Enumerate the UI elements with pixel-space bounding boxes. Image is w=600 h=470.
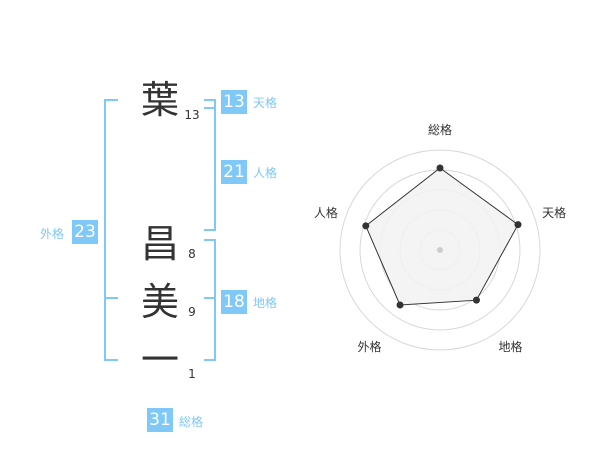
radar-point: [472, 296, 480, 304]
radar-point: [514, 221, 522, 229]
gaikaku-value: 23: [72, 220, 98, 244]
radar-axis-label: 外格: [357, 339, 381, 354]
gaikaku-bracket: [104, 99, 118, 361]
jinkaku-value: 21: [221, 160, 247, 184]
radar-point: [436, 164, 444, 172]
name-char-2: 昌: [140, 222, 179, 266]
radar-center-dot: [437, 247, 443, 253]
radar-points: [362, 164, 522, 309]
tenkaku-bracket: [204, 99, 216, 109]
name-char-4: 一: [140, 338, 179, 382]
radar-axis-label: 天格: [542, 205, 566, 220]
jinkaku-bracket: [204, 107, 216, 231]
jinkaku-label: 人格: [253, 166, 278, 180]
radar-axis-label: 総格: [428, 122, 452, 137]
tenkaku-value: 13: [221, 90, 247, 114]
chikaku-label: 地格: [253, 296, 278, 310]
radar-polygon: [365, 167, 519, 306]
chikaku-value: 18: [221, 290, 247, 314]
radar-ring: [339, 149, 541, 351]
gaikaku-label: 外格: [40, 227, 65, 241]
radar-axis-label: 地格: [498, 339, 522, 354]
name-char-1: 葉: [140, 78, 179, 122]
chikaku-bracket: [204, 239, 216, 361]
name-char-3: 美: [140, 280, 179, 324]
radar-point: [396, 301, 404, 309]
soukaku-value: 31: [147, 408, 173, 432]
radar-axis-label: 人格: [314, 205, 338, 220]
stroke-count-4: 1: [188, 367, 196, 381]
stroke-count-2: 8: [188, 247, 196, 261]
stroke-count-3: 9: [188, 305, 196, 319]
radar-point: [362, 222, 370, 230]
tenkaku-label: 天格: [253, 96, 278, 110]
soukaku-label: 総格: [179, 415, 204, 429]
stroke-count-1: 13: [184, 108, 200, 122]
